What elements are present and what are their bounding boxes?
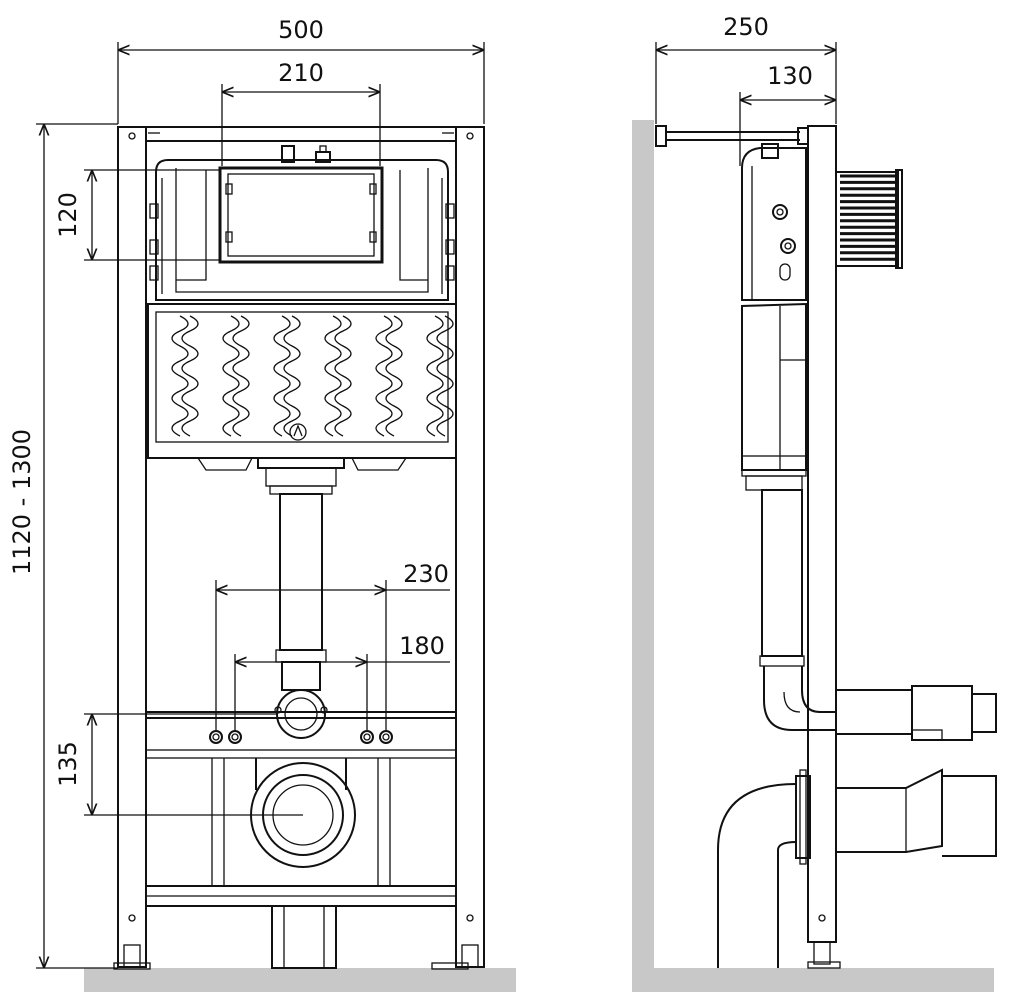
dim-height-1120-1300: 1120 - 1300 (8, 123, 118, 969)
waste-outlet (145, 758, 457, 969)
dim-bolts-230: 230 (215, 560, 450, 730)
insulation-wave (232, 315, 250, 437)
insulation-wave (385, 315, 403, 437)
side-waste-elbow (717, 768, 997, 968)
dim-depth-250: 250 (655, 13, 837, 124)
bolt-right-outer (379, 730, 393, 744)
side-wall (632, 120, 654, 992)
dim-label-500: 500 (278, 16, 324, 44)
dim-label-135: 135 (54, 741, 82, 787)
flush-pipe (197, 457, 407, 739)
side-flush-connector (835, 685, 997, 741)
mounting-rail (145, 706, 457, 759)
dim-label-230: 230 (403, 560, 449, 588)
insulation-wave (426, 315, 444, 437)
insulation-wave (273, 315, 291, 437)
insulation-wave (334, 315, 352, 437)
insulation-wave (181, 315, 199, 437)
insulation-wave (375, 315, 393, 437)
flush-plate-opening (218, 166, 384, 264)
bolt-left-inner (228, 730, 242, 744)
side-vent-sleeve (835, 169, 903, 269)
insulation-wave (436, 315, 454, 437)
frame-left-post (113, 126, 151, 970)
wall-bracket (655, 125, 809, 147)
bolt-right-inner (360, 730, 374, 744)
side-flush-pipe (759, 489, 836, 731)
dim-plate-210: 210 (221, 59, 381, 166)
dim-label-130: 130 (767, 62, 813, 90)
dim-bolts-180: 180 (234, 632, 450, 730)
side-view: 250 130 (632, 13, 997, 992)
side-floor (632, 968, 994, 992)
cistern (149, 145, 455, 301)
front-floor (84, 968, 516, 992)
dim-label-250: 250 (723, 13, 769, 41)
bolt-left-outer (209, 730, 223, 744)
dim-width-500: 500 (117, 16, 485, 124)
insulation-wave (171, 315, 189, 437)
dim-label-120: 120 (54, 192, 82, 238)
dim-label-210: 210 (278, 59, 324, 87)
side-frame-post (807, 125, 841, 969)
front-view: 500 210 1120 - 1300 120 230 (8, 16, 516, 992)
dim-label-180: 180 (399, 632, 445, 660)
insulation-wave (324, 315, 342, 437)
dim-cistern-130: 130 (739, 62, 836, 166)
dim-plate-offset-120: 120 (54, 169, 220, 261)
dim-label-height: 1120 - 1300 (8, 429, 36, 575)
dim-outlet-135: 135 (54, 713, 303, 816)
insulation-panel (147, 303, 457, 459)
side-cistern (741, 143, 807, 491)
frame-top-bar (145, 126, 457, 142)
insulation-wave (222, 315, 240, 437)
frame-right-post (431, 126, 485, 970)
insulation-wave (283, 315, 301, 437)
